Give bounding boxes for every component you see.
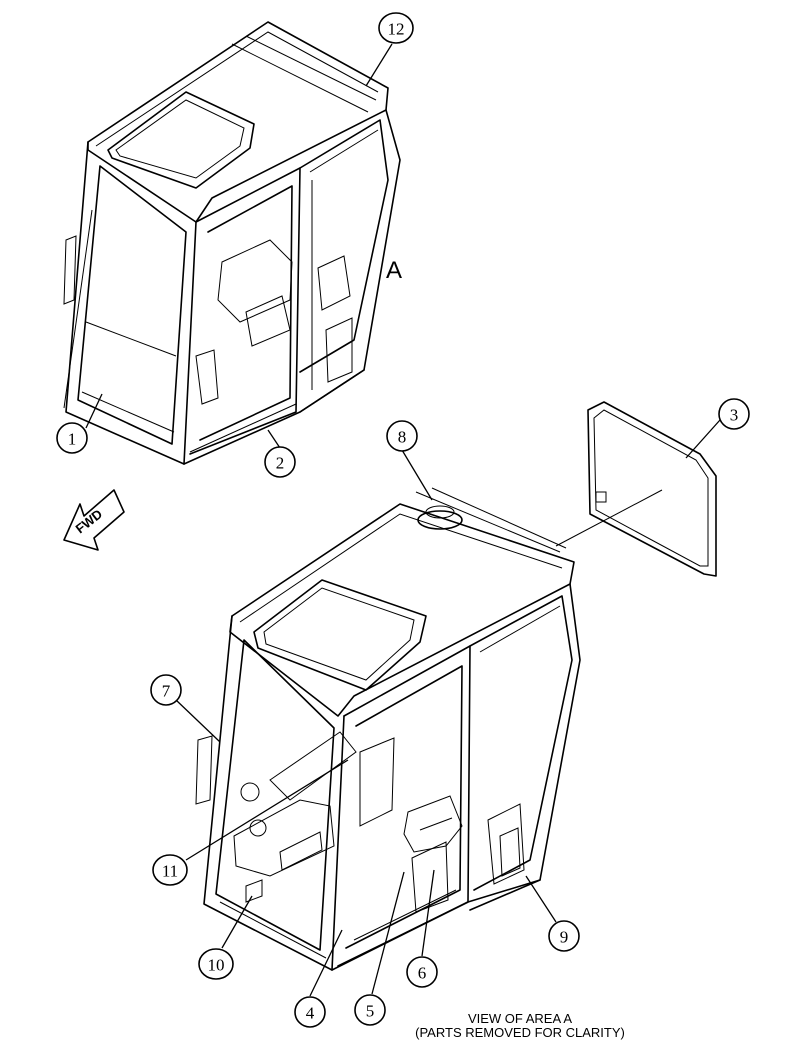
callout-1: 1 xyxy=(56,422,88,454)
callout-2-text: 2 xyxy=(276,454,285,473)
leader-lines xyxy=(85,43,721,997)
caption-line-1: VIEW OF AREA A xyxy=(467,1011,573,1026)
forward-direction-arrow: FWD xyxy=(63,489,125,551)
callout-4-text: 4 xyxy=(306,1004,315,1023)
callout-11: 11 xyxy=(152,854,188,886)
callout-7: 7 xyxy=(150,674,182,706)
callout-2: 2 xyxy=(264,446,296,478)
top-cab-drawing xyxy=(63,21,401,465)
callout-11-text: 11 xyxy=(162,862,178,881)
callout-8-text: 8 xyxy=(398,428,407,447)
caption-line-2: (PARTS REMOVED FOR CLARITY) xyxy=(415,1025,625,1040)
rear-window-panel xyxy=(555,401,717,577)
callout-10-text: 10 xyxy=(208,956,225,975)
callout-7-text: 7 xyxy=(162,682,171,701)
callout-5: 5 xyxy=(354,994,386,1026)
lower-cab-drawing xyxy=(195,487,581,971)
callout-10: 10 xyxy=(198,948,234,980)
callout-12-text: 12 xyxy=(388,20,405,39)
callout-4: 4 xyxy=(294,996,326,1028)
callout-3-text: 3 xyxy=(730,406,739,425)
callout-3: 3 xyxy=(718,398,750,430)
area-a-label: A xyxy=(386,257,402,284)
callout-9: 9 xyxy=(548,920,580,952)
view-caption: VIEW OF AREA A (PARTS REMOVED FOR CLARIT… xyxy=(400,1012,640,1040)
callout-6-text: 6 xyxy=(418,964,427,983)
callout-6: 6 xyxy=(406,956,438,988)
callout-9-text: 9 xyxy=(560,928,569,947)
callout-5-text: 5 xyxy=(366,1002,375,1021)
callout-8: 8 xyxy=(386,420,418,452)
callout-12: 12 xyxy=(378,12,414,44)
callout-1-text: 1 xyxy=(68,430,77,449)
